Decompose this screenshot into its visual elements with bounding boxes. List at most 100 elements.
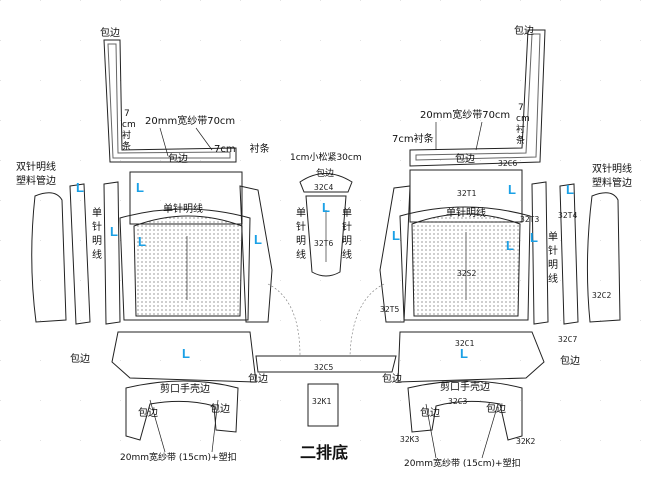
L-marker-9: L: [392, 228, 400, 243]
code-t1: 32T1: [457, 189, 476, 198]
label-binding-12: 包边: [486, 402, 506, 415]
diagram-title: 二排底: [300, 443, 348, 462]
piece-left-outer: [31, 192, 67, 323]
code-t5: 32T5: [380, 305, 399, 314]
leader-7: [425, 403, 437, 459]
label-binding-10: 包边: [210, 402, 230, 415]
label-single-stitch-right: 单针明线: [446, 206, 486, 219]
piece-right-outer-strip: [559, 183, 579, 325]
leader-2: [195, 127, 213, 151]
guide-right: [349, 283, 385, 357]
piece-left-outer-strip: [69, 183, 91, 325]
guide-lines: [267, 283, 385, 357]
code-k2: 32K2: [516, 437, 535, 446]
L-marker-10: L: [506, 238, 514, 253]
label-cut-edge-left: 剪口手壳边: [160, 382, 210, 395]
L-marker-8: L: [566, 182, 574, 197]
code-c3: 32C3: [448, 397, 467, 406]
label-binding-8: 包边: [560, 354, 580, 367]
piece-right-tall-side: [379, 185, 411, 323]
label-gauze-70-right: 20mm宽纱带70cm: [420, 108, 510, 121]
label-elastic: 1cm小松紧30cm: [290, 151, 362, 163]
piece-left-tall-strip: [103, 39, 237, 163]
label-single-vertical-1: 单针明线: [92, 207, 102, 261]
piece-right-tall-strip-inner: [415, 33, 541, 161]
leader-4: [475, 121, 483, 151]
L-marker-6: L: [322, 200, 330, 215]
leader-lines: [149, 121, 499, 459]
label-binding-9: 包边: [138, 406, 158, 419]
L-marker-3: L: [110, 224, 118, 239]
label-double-stitch-right: 双针明线塑料管边: [592, 162, 632, 189]
label-binding-center: 包边: [316, 167, 334, 179]
piece-left-tall-side: [239, 185, 273, 323]
piece-right-single: [531, 181, 549, 325]
code-c4: 32C4: [314, 183, 333, 192]
code-k1: 32K1: [312, 397, 331, 406]
piece-right-outer: [586, 192, 621, 323]
centre-lines: [186, 210, 467, 300]
label-single-vertical-4: 单针明线: [548, 231, 558, 285]
label-gauze-15-left: 20mm宽纱带 (15cm)+塑扣: [120, 451, 237, 463]
guide-left: [267, 283, 301, 357]
code-t3: 32T3: [520, 215, 539, 224]
label-binding-3: 包边: [168, 152, 188, 165]
leader-6: [211, 399, 219, 453]
L-marker-1: L: [76, 180, 84, 195]
label-binding-4: 包边: [455, 152, 475, 165]
pattern-pieces: [31, 29, 621, 441]
L-marker-2: L: [136, 180, 144, 195]
piece-right-hoop: [407, 380, 523, 441]
piece-center-small: [307, 383, 339, 427]
L-marker-13: L: [460, 346, 468, 361]
code-c7: 32C7: [558, 335, 577, 344]
code-c6: 32C6: [498, 159, 517, 168]
piece-center-vertical: [305, 195, 347, 277]
label-binding-7: 包边: [382, 372, 402, 385]
piece-center-bottom: [255, 355, 397, 373]
L-marker-7: L: [508, 182, 516, 197]
code-c5: 32C5: [314, 363, 333, 372]
code-s2: 32S2: [457, 269, 476, 278]
piece-left-tall-strip-inner: [107, 43, 231, 159]
label-7cm-lining-right: 7cm衬条: [392, 132, 434, 145]
label-binding-1: 包边: [100, 26, 120, 39]
label-double-stitch-left: 双针明线塑料管边: [16, 160, 56, 187]
leader-8: [481, 403, 499, 459]
piece-left-bottom-frame: [111, 331, 257, 383]
label-cut-edge-right: 剪口手壳边: [440, 380, 490, 393]
code-t4: 32T4: [558, 211, 577, 220]
piece-left-seat-dotted: [133, 215, 243, 317]
L-marker-12: L: [182, 346, 190, 361]
code-k3: 32K3: [400, 435, 419, 444]
piece-codes: 32C4 32T6 32C6 32T1 32T3 32T4 32S2 32C2 …: [312, 159, 611, 446]
code-c1: 32C1: [455, 339, 474, 348]
label-single-stitch-left: 单针明线: [163, 202, 203, 215]
piece-center-top: [299, 173, 353, 193]
leader-5: [149, 399, 166, 453]
label-single-vertical-3: 单针明线: [342, 207, 352, 261]
L-marker-4: L: [138, 234, 146, 249]
piece-left-seat-outline: [119, 208, 251, 321]
label-binding-2: 包边: [514, 24, 534, 37]
code-c2: 32C2: [592, 291, 611, 300]
L-marker-11: L: [530, 230, 538, 245]
piece-left-hoop: [125, 380, 239, 441]
piece-right-tall-strip: [409, 29, 546, 167]
L-markers: L L L L L L L L L L L L L: [76, 180, 574, 361]
leader-1: [159, 127, 169, 157]
code-t6: 32T6: [314, 239, 333, 248]
piece-right-bottom-frame: [397, 331, 545, 383]
label-gauze-15-right: 20mm宽纱带 (15cm)+塑扣: [404, 457, 521, 469]
piece-left-single: [103, 181, 121, 325]
label-binding-6: 包边: [248, 372, 268, 385]
label-binding-5: 包边: [70, 352, 90, 365]
label-binding-11: 包边: [420, 406, 440, 419]
label-gauze-70-left: 20mm宽纱带70cm: [145, 114, 235, 127]
